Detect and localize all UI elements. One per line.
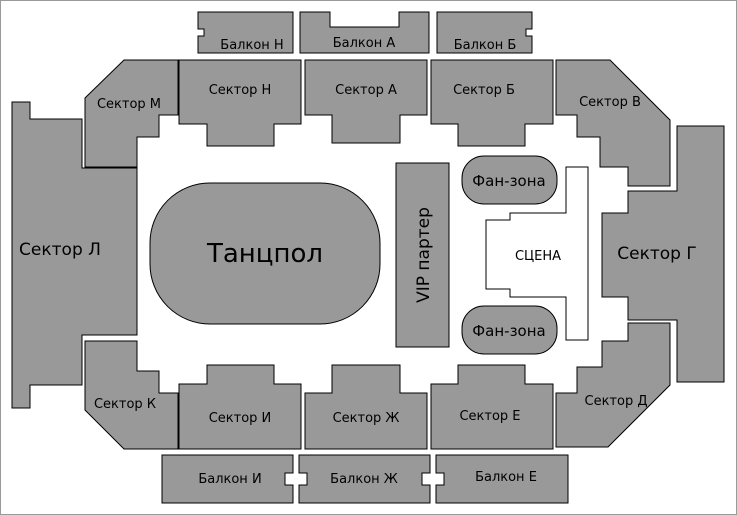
sector-k[interactable]: Сектор К [84,340,179,450]
balcony-zh[interactable]: Балкон Ж [298,454,431,504]
sector-v[interactable]: Сектор В [555,59,671,187]
sector-m-label: Сектор М [97,97,161,112]
sector-n[interactable]: Сектор Н [178,59,302,147]
balcony-n[interactable]: Балкон Н [197,11,294,54]
balcony-b-label: Балкон Б [454,38,517,53]
sector-i-label: Сектор И [209,411,272,426]
balcony-e-label: Балкон Е [475,470,537,485]
sector-g-label: Сектор Г [617,244,696,264]
balcony-b[interactable]: Балкон Б [436,11,533,54]
sector-a-label: Сектор А [335,83,397,98]
sector-l-label: Сектор Л [19,240,101,260]
sector-m[interactable]: Сектор М [84,59,179,168]
stage-area: СЦЕНА [485,166,589,341]
sector-v-label: Сектор В [579,95,641,110]
sector-g[interactable]: Сектор Г [601,125,725,383]
fan-zone-top-label: Фан-зона [472,172,545,190]
sector-b-label: Сектор Б [453,83,515,98]
sector-n-label: Сектор Н [209,83,272,98]
balcony-n-label: Балкон Н [220,38,283,53]
sector-zh-label: Сектор Ж [333,411,400,426]
sector-e-label: Сектор Е [459,409,520,424]
balcony-a[interactable]: Балкон А [299,11,430,54]
balcony-e[interactable]: Балкон Е [435,454,569,504]
fan-zone-bottom[interactable]: Фан-зона [461,305,558,355]
vip-parterre-label: VIP партер [414,207,434,303]
sector-i[interactable]: Сектор И [178,364,302,450]
sector-zh[interactable]: Сектор Ж [304,364,428,450]
dance-floor-label: Танцпол [206,239,323,269]
sector-b[interactable]: Сектор Б [430,59,554,147]
balcony-a-label: Балкон А [333,36,396,51]
balcony-zh-label: Балкон Ж [330,472,398,487]
fan-zone-top[interactable]: Фан-зона [461,155,558,205]
balcony-i[interactable]: Балкон И [161,454,294,504]
vip-parterre[interactable]: VIP партер [395,162,450,348]
sector-d[interactable]: Сектор Д [555,322,671,448]
sector-k-label: Сектор К [94,397,156,412]
sector-e[interactable]: Сектор Е [430,364,554,450]
dance-floor[interactable]: Танцпол [149,182,381,325]
sector-l[interactable]: Сектор Л [11,101,138,409]
sector-d-label: Сектор Д [585,394,648,409]
sector-a[interactable]: Сектор А [304,59,428,144]
stage-label: СЦЕНА [515,249,561,264]
fan-zone-bottom-label: Фан-зона [472,322,545,340]
balcony-i-label: Балкон И [198,472,261,487]
